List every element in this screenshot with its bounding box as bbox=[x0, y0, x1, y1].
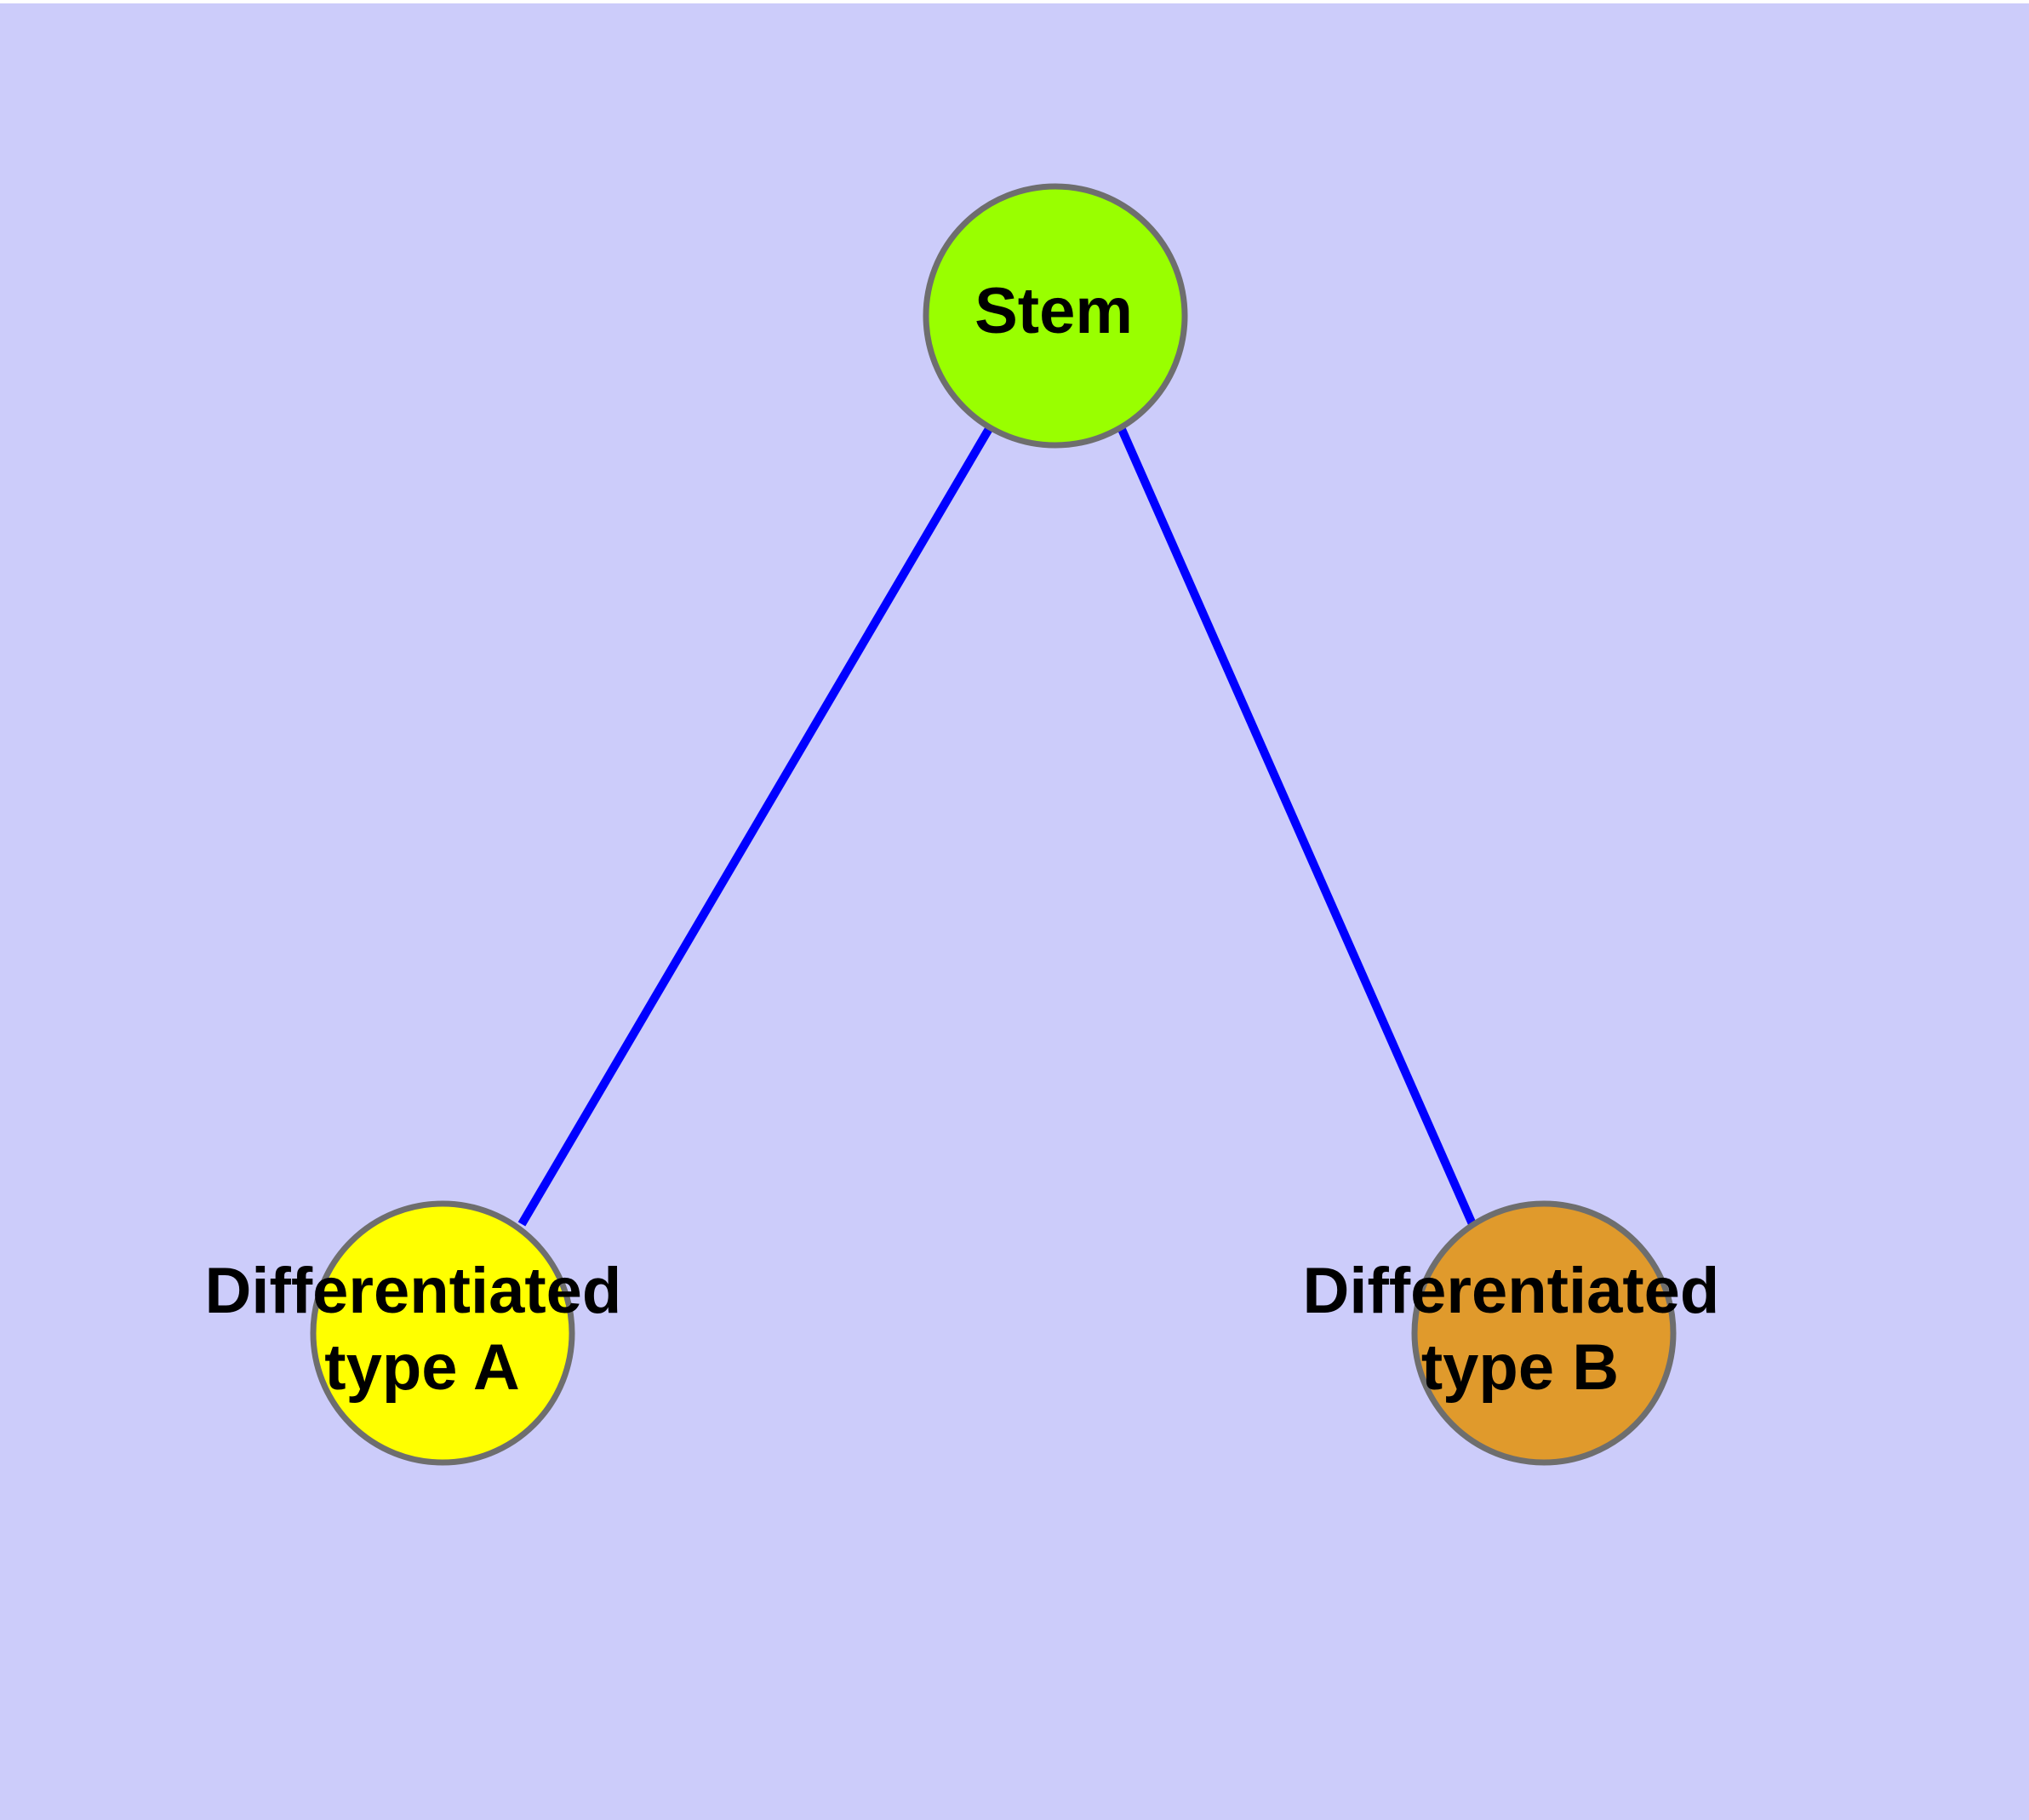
edge-stem-to-diff-a[interactable] bbox=[517, 425, 994, 1227]
node-diff-a[interactable] bbox=[310, 1200, 575, 1466]
node-diff-b-circle[interactable] bbox=[1411, 1200, 1677, 1466]
node-diff-b[interactable] bbox=[1411, 1200, 1677, 1466]
node-stem-circle[interactable] bbox=[923, 183, 1188, 449]
node-diff-a-circle[interactable] bbox=[310, 1200, 575, 1466]
edge-layer bbox=[517, 425, 1477, 1227]
node-stem-label: Stem bbox=[974, 275, 1133, 347]
label-layer: Stem Differentiated type A Differentiate… bbox=[205, 275, 1738, 1404]
canvas-top-strip bbox=[0, 0, 2029, 3]
node-layer bbox=[310, 183, 1677, 1466]
node-diff-a-label: Differentiated type A bbox=[205, 1255, 640, 1404]
node-diff-a-label-line-1: Differentiated bbox=[205, 1255, 622, 1327]
edge-stem-to-diff-b[interactable] bbox=[1117, 425, 1477, 1227]
node-diff-b-label: Differentiated type B bbox=[1303, 1255, 1738, 1404]
node-diff-b-label-line-2: type B bbox=[1421, 1331, 1619, 1404]
node-diff-b-label-line-1: Differentiated bbox=[1303, 1255, 1720, 1327]
node-stem-label-line-1: Stem bbox=[974, 275, 1133, 347]
node-diff-a-label-line-2: type A bbox=[324, 1331, 519, 1404]
node-stem[interactable] bbox=[923, 183, 1188, 449]
